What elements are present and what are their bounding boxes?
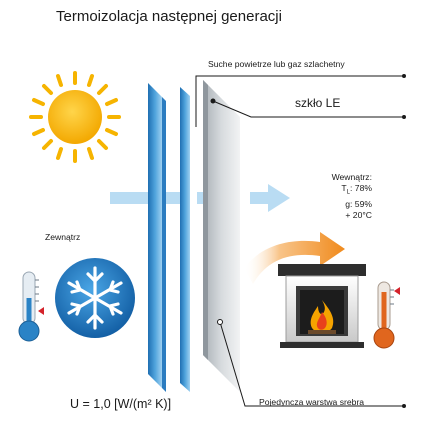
gap-fill-leader [195, 75, 404, 127]
silver-layer-label: Pojedyncza warstwa srebra [259, 397, 365, 407]
inside-g: g: 59% [345, 198, 372, 209]
low-e-leader [212, 100, 404, 118]
light-arrow-icon [110, 184, 290, 212]
tl-value: : 78% [350, 183, 372, 193]
silver-layer-leader [219, 321, 404, 407]
leader-dot [402, 115, 406, 119]
leader-dot [217, 319, 223, 325]
leader-lines [195, 75, 404, 407]
tl-sub: L [346, 189, 351, 196]
inside-tl: TL: 78% [300, 183, 372, 199]
tl-prefix: T [341, 183, 347, 193]
middle-glass-pane [180, 87, 190, 392]
inside-heading: Wewnątrz: [331, 172, 372, 182]
low-e-glass-label: szkło LE [295, 96, 341, 110]
fireplace-icon [278, 264, 366, 348]
heat-arrow-icon [244, 232, 345, 284]
u-value: U = 1,0 [W/(m² K)] [70, 397, 172, 411]
low-e-glass-pane [203, 80, 240, 392]
inside-temp: + 20°C [345, 209, 372, 220]
warm-thermometer-icon [373, 281, 400, 349]
leader-dot [210, 98, 216, 104]
outside-label: Zewnątrz [45, 232, 81, 242]
page-title: Termoizolacja następnej generacji [56, 8, 282, 25]
snowflake-icon [55, 258, 135, 338]
cold-thermometer-icon [18, 271, 44, 342]
gap-fill-label: Suche powietrze lub gaz szlachetny [208, 59, 345, 69]
leader-dot [402, 74, 406, 78]
sun-icon [29, 71, 121, 163]
leader-dot [402, 404, 406, 408]
inside-info: Wewnątrz: TL: 78% g: 59% + 20°C [300, 172, 372, 221]
outer-glass-pane [148, 83, 166, 392]
